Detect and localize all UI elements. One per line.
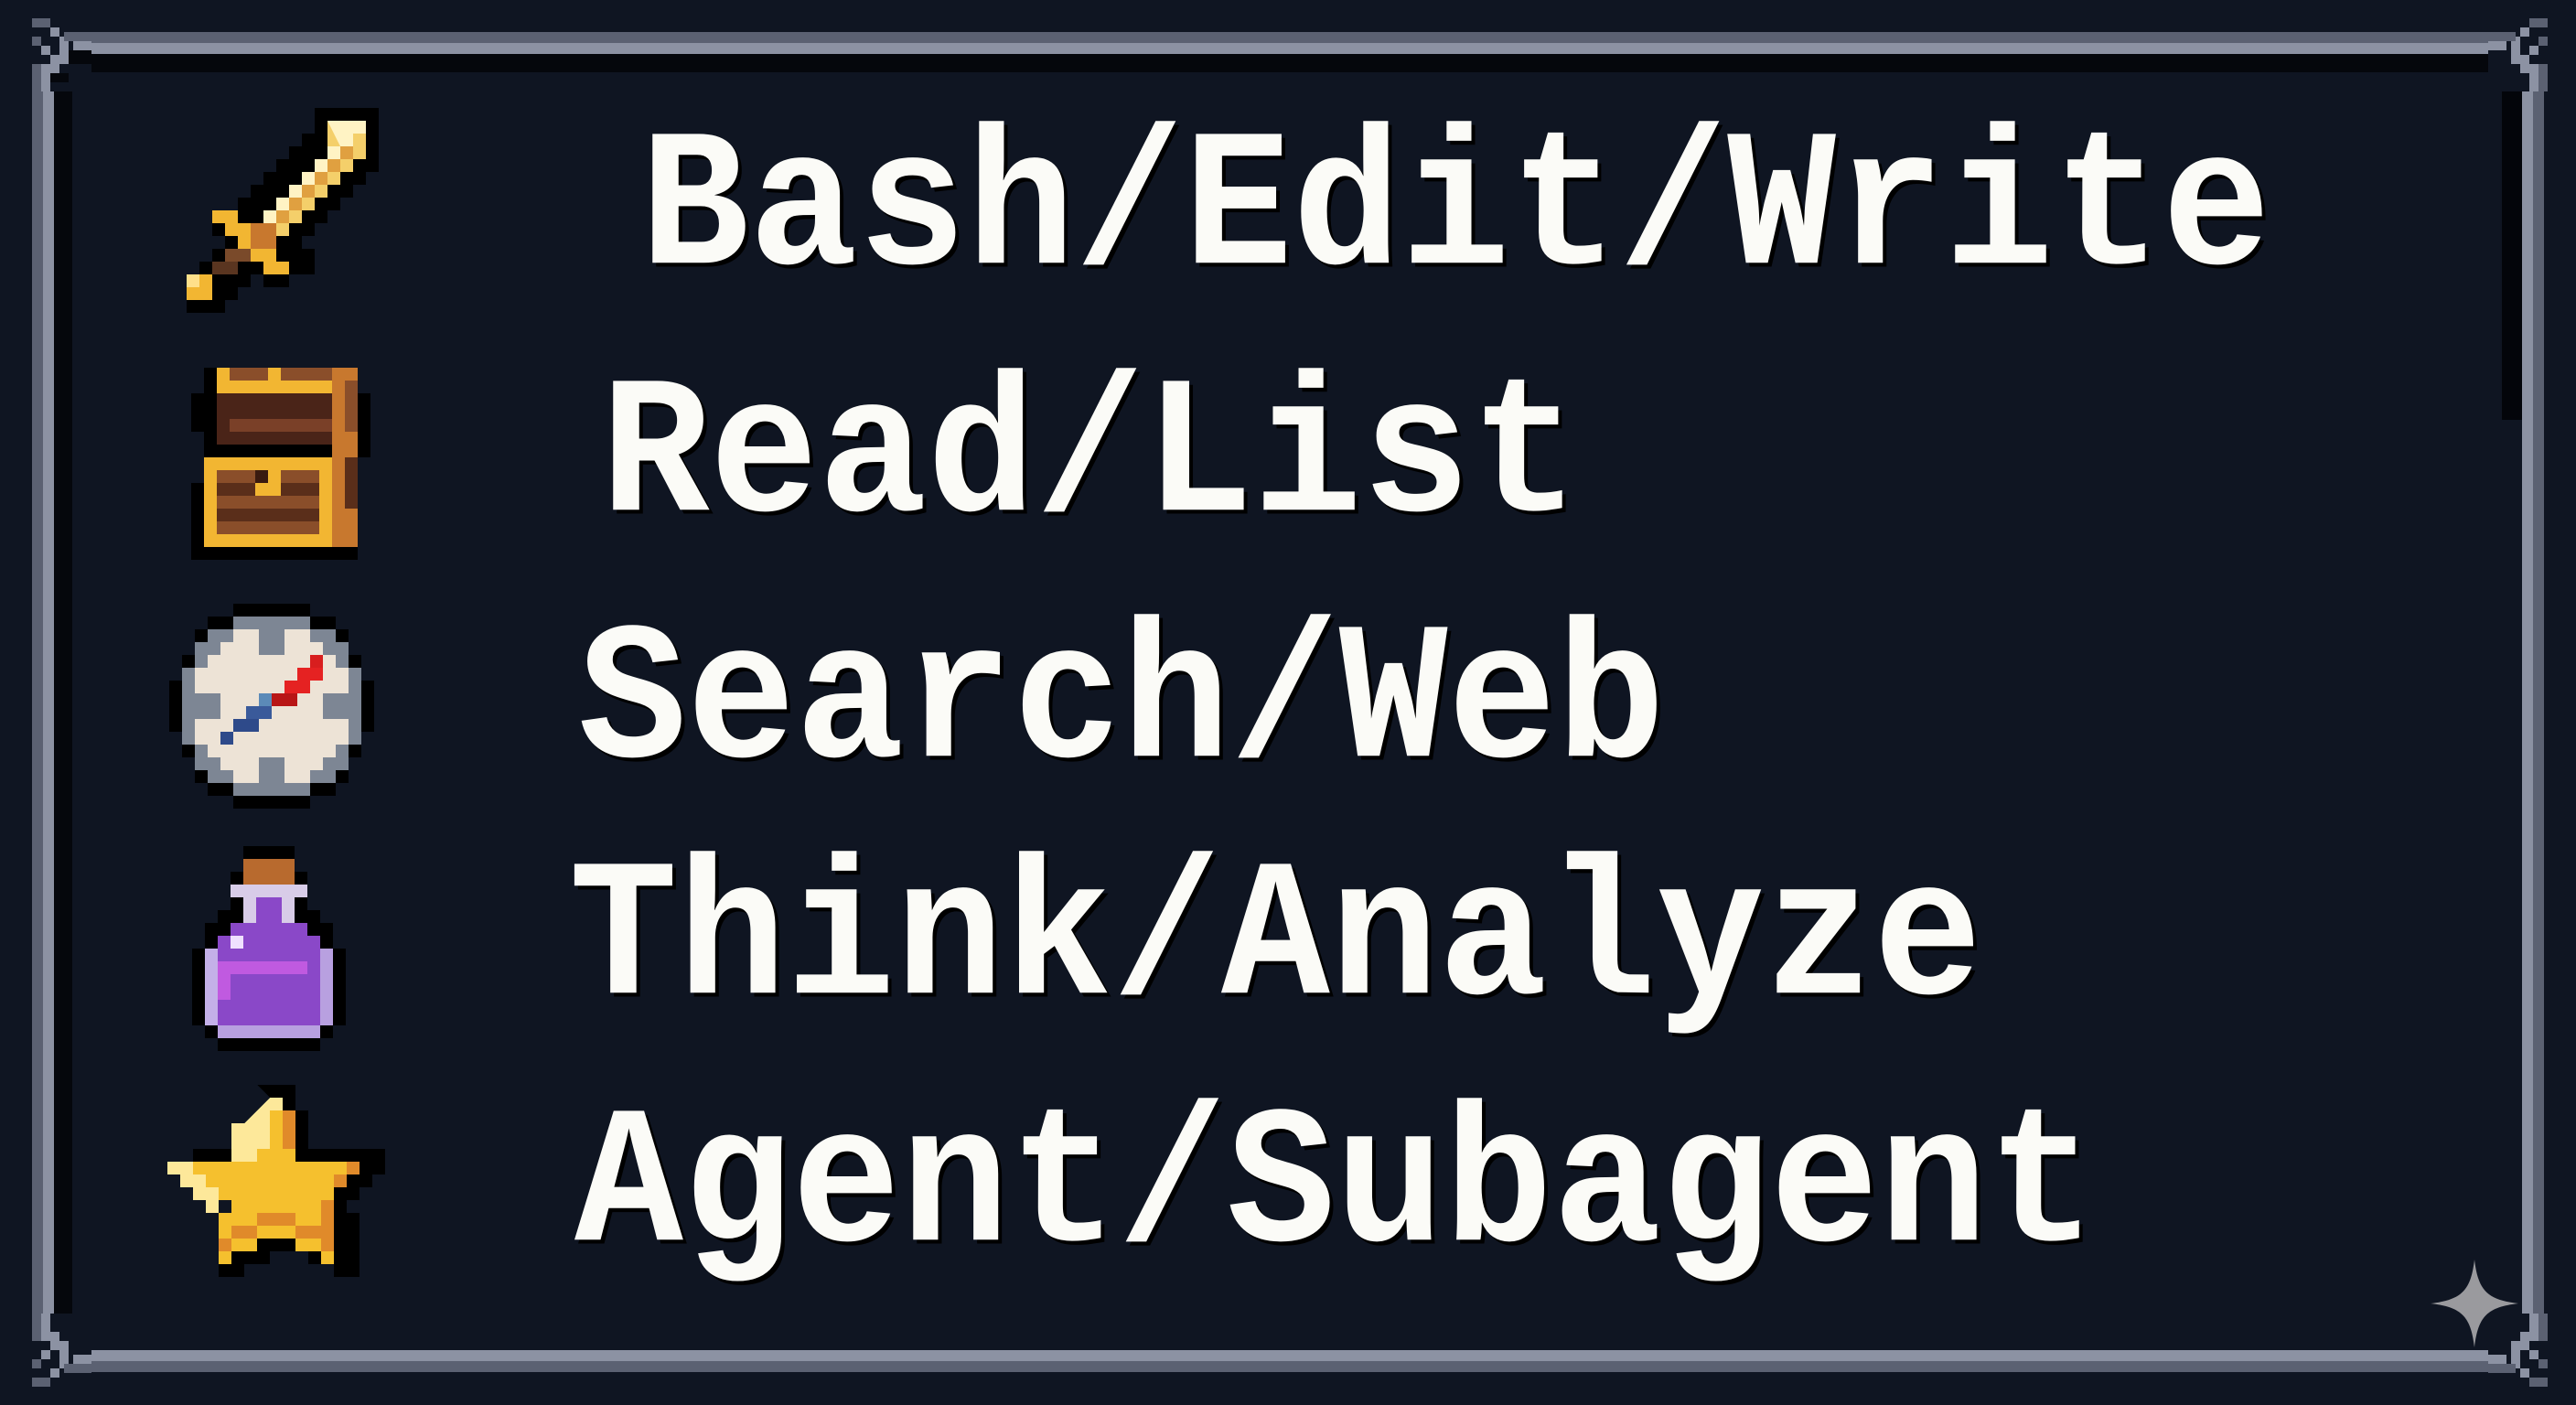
legend-label: Read/List <box>601 348 1580 570</box>
sword-icon <box>174 108 379 313</box>
panel-right-shadow <box>2502 54 2522 420</box>
legend-label: Agent/Subagent <box>574 1078 2097 1300</box>
legend-label: Bash/Edit/Write <box>640 101 2271 323</box>
treasure-chest-icon <box>178 355 383 560</box>
corner-rivet-icon <box>2488 18 2548 91</box>
compass-icon <box>169 604 374 809</box>
legend-label: Think/Analyze <box>569 831 1982 1053</box>
legend-label: Search/Web <box>578 594 1666 816</box>
corner-rivet-icon <box>32 1314 91 1387</box>
sparkle-icon <box>2429 1258 2520 1349</box>
star-icon <box>166 1085 386 1290</box>
corner-rivet-icon <box>2488 1314 2548 1387</box>
panel-inner-shadow <box>54 54 2522 1350</box>
corner-rivet-icon <box>32 18 91 91</box>
panel-border-inner <box>43 43 2533 1361</box>
corner-ornament-top-left <box>18 18 91 91</box>
panel-border-outer <box>32 32 2544 1372</box>
corner-ornament-top-right <box>2488 18 2561 91</box>
corner-ornament-bottom-right <box>2488 1314 2561 1387</box>
potion-icon <box>192 846 346 1051</box>
corner-ornament-bottom-left <box>18 1314 91 1387</box>
